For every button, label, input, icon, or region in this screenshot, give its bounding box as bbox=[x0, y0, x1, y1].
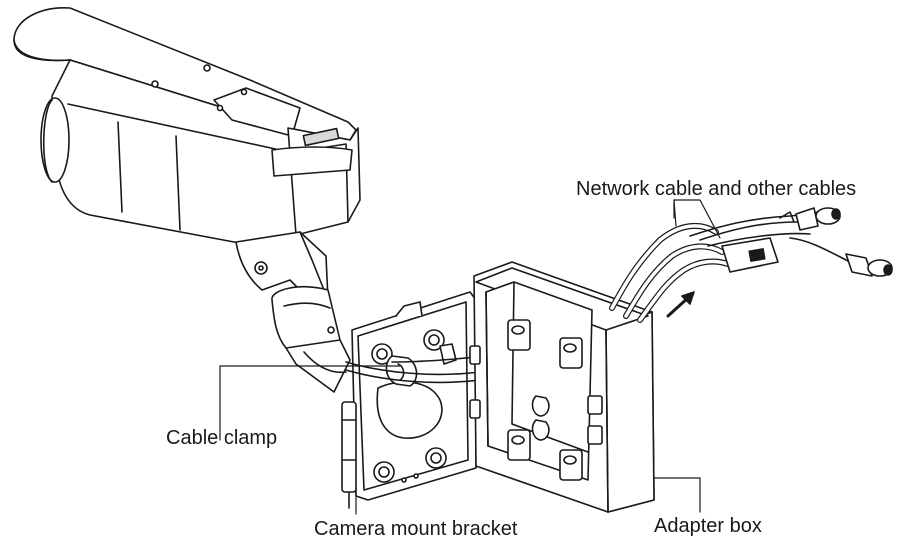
leader-lines bbox=[220, 200, 720, 514]
bracket-hinge bbox=[342, 402, 356, 492]
camera-top-hatch bbox=[214, 88, 300, 136]
camera-housing bbox=[14, 8, 360, 256]
bracket-screws bbox=[372, 330, 446, 482]
camera-rear-block bbox=[288, 128, 360, 235]
camera-lens-ring bbox=[41, 98, 69, 182]
mount-arm bbox=[236, 232, 350, 392]
camera-mount-bracket-label: Camera mount bracket bbox=[314, 518, 518, 540]
adapter-box bbox=[470, 262, 654, 512]
leader-cable-clamp bbox=[220, 366, 400, 440]
adapter-box-label: Adapter box bbox=[654, 515, 762, 537]
cable-clamp bbox=[386, 344, 456, 386]
external-cables bbox=[612, 208, 892, 320]
leader-adapter-box bbox=[654, 478, 700, 512]
pull-direction-arrow bbox=[668, 292, 694, 316]
cable-clamp-label: Cable clamp bbox=[166, 427, 278, 449]
camera-mount-bracket bbox=[342, 292, 476, 508]
network-cables-label: Network cable and other cables bbox=[576, 178, 857, 200]
